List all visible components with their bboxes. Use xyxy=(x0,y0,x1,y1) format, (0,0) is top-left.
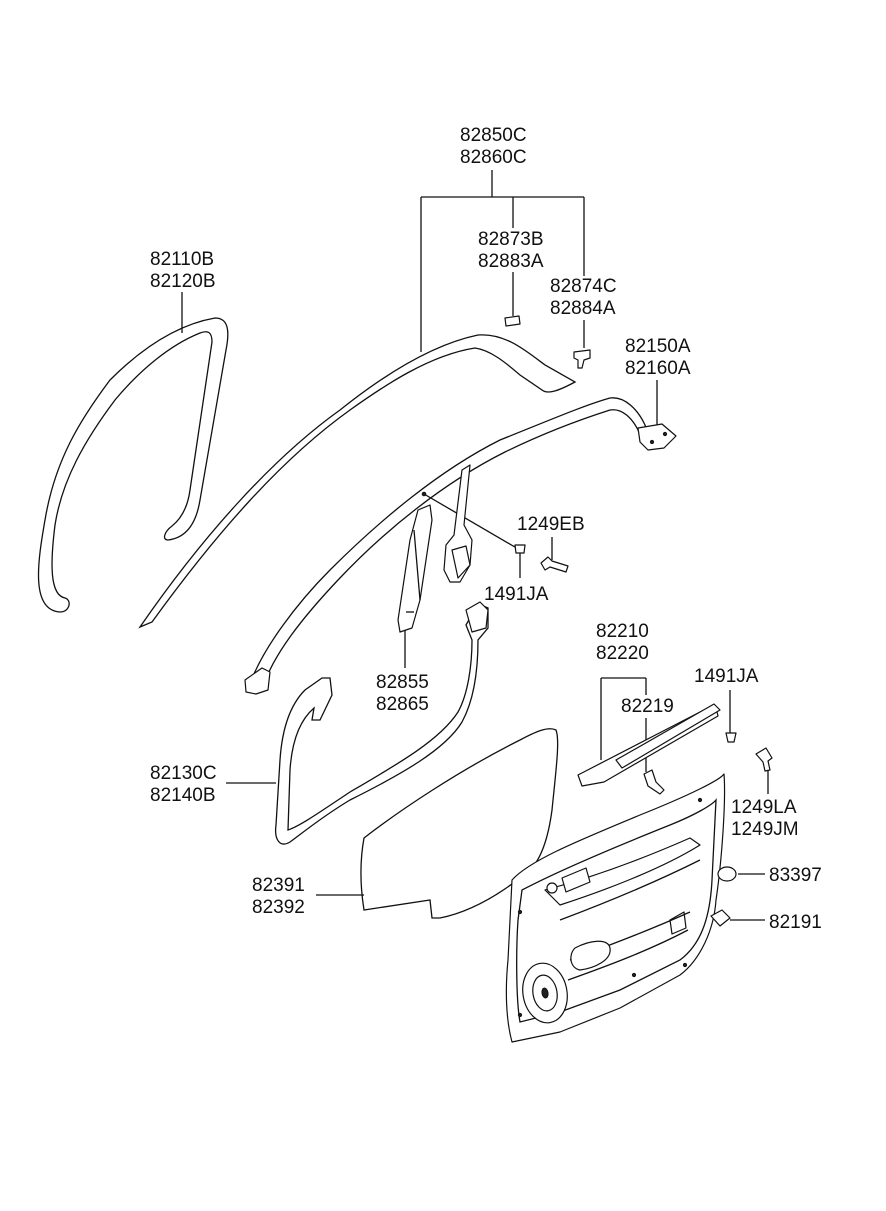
screw-upper-icon xyxy=(540,556,569,573)
label-82874c: 82874C xyxy=(550,276,617,297)
pillar-garnish xyxy=(397,504,433,633)
roof-weatherstrip xyxy=(138,334,577,629)
seal-bracket-icon xyxy=(637,423,677,451)
label-1249eb: 1249EB xyxy=(517,514,585,535)
label-82855: 82855 xyxy=(376,672,429,693)
door-seal-film xyxy=(360,728,559,919)
label-82865: 82865 xyxy=(376,694,429,715)
label-82210: 82210 xyxy=(596,621,649,642)
label-82884a: 82884A xyxy=(550,298,616,319)
b-pillar-trim xyxy=(443,464,473,583)
screw-lower-icon xyxy=(755,747,773,772)
door-trim-panel xyxy=(505,773,726,1043)
label-82220: 82220 xyxy=(596,643,649,664)
label-82219: 82219 xyxy=(621,696,674,717)
belt-moulding xyxy=(577,703,721,787)
plug xyxy=(710,909,731,927)
clip-a-icon xyxy=(504,315,521,327)
roof-clips xyxy=(504,315,591,369)
label-1491ja-upper: 1491JA xyxy=(484,584,549,605)
seal-end-icon xyxy=(244,667,271,695)
label-1249jm: 1249JM xyxy=(731,819,799,840)
label-82873b: 82873B xyxy=(478,229,544,250)
label-82120b: 82120B xyxy=(150,271,216,292)
nut-lower-icon xyxy=(725,732,737,743)
belt-clip xyxy=(643,769,665,795)
label-82160a: 82160A xyxy=(625,358,691,379)
lower-fasteners xyxy=(725,732,773,772)
label-83397: 83397 xyxy=(769,865,822,886)
label-82860c: 82860C xyxy=(460,147,527,168)
label-82191: 82191 xyxy=(769,912,822,933)
plug-icon xyxy=(710,909,731,927)
label-82130c: 82130C xyxy=(150,763,217,784)
label-82110b: 82110B xyxy=(150,249,214,270)
upper-fasteners xyxy=(514,544,569,573)
label-82850c: 82850C xyxy=(460,125,527,146)
label-82883a: 82883A xyxy=(478,251,544,272)
clip-b-icon xyxy=(573,349,591,369)
part-labels: 82850C 82860C 82873B 82883A 82874C 82884… xyxy=(150,125,822,933)
label-82391: 82391 xyxy=(252,875,305,896)
door-opening-seal xyxy=(274,601,489,845)
label-82140b: 82140B xyxy=(150,785,216,806)
label-82392: 82392 xyxy=(252,897,305,918)
label-82150a: 82150A xyxy=(625,336,691,357)
grommet-icon xyxy=(717,866,737,882)
glass-run-channel xyxy=(37,317,229,613)
grommet xyxy=(717,866,737,882)
label-1249la: 1249LA xyxy=(731,797,797,818)
nut-upper-icon xyxy=(514,544,526,554)
label-1491ja-lower: 1491JA xyxy=(694,666,759,687)
leader-lines xyxy=(181,170,769,921)
door-frame-seal xyxy=(244,397,677,695)
